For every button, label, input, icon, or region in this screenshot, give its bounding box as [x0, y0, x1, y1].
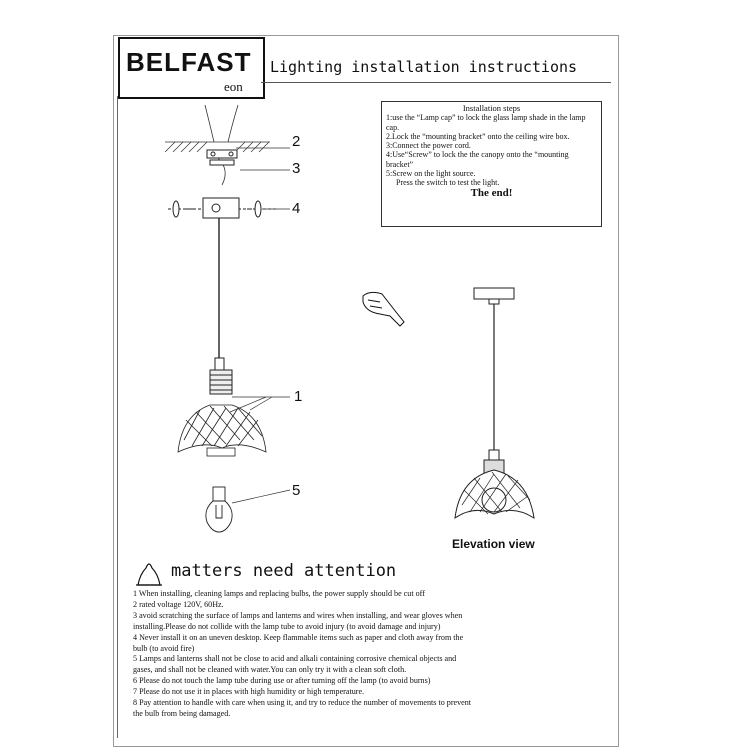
step-5: 5:Screw on the light source.: [386, 169, 476, 179]
note-line: 5 Lamps and lanterns shall not be close …: [133, 654, 457, 664]
steps-title: Installation steps: [462, 103, 521, 113]
leader-lines: [229, 147, 291, 504]
lamp-cap: [209, 357, 233, 395]
note-line: installing.Please do not collide with th…: [133, 621, 441, 631]
note-line: gases, and shall not be cleaned with wat…: [133, 665, 407, 675]
step-3: 3:Connect the power cord.: [386, 141, 471, 151]
glass-shade: [177, 404, 267, 457]
elevation-view-drawing: [454, 287, 535, 520]
note-line: 7 Please do not use it in places with hi…: [133, 687, 365, 697]
label-1: 1: [294, 388, 303, 405]
bulb: [205, 486, 233, 533]
note-line: 1 When installing, cleaning lamps and re…: [133, 589, 425, 598]
document-title: Lighting installation instructions: [270, 58, 578, 76]
supply-wires: [204, 104, 239, 186]
brand-subname: eon: [222, 79, 245, 95]
label-2: 2: [292, 133, 301, 150]
note-line: 3 avoid scratching the surface of lamps …: [133, 610, 463, 620]
document-frame: [113, 35, 619, 747]
label-4: 4: [292, 200, 301, 217]
ceiling-hatch: [164, 141, 270, 153]
title-rule: [261, 82, 611, 83]
label-5: 5: [292, 482, 301, 499]
note-line: the bulb from being damaged.: [133, 708, 231, 718]
note-line: bulb (to avoid fire): [133, 643, 195, 653]
note-line: 6 Please do not touch the lamp tube duri…: [133, 676, 431, 686]
mounting-bracket: [206, 149, 238, 166]
step-1: 1:use the “Lamp cap” to lock the glass l…: [386, 113, 586, 132]
left-rule: [117, 96, 118, 738]
attention-title: matters need attention: [171, 561, 397, 581]
step-2: 2.Lock the “mounting bracket” onto the c…: [386, 131, 570, 141]
installation-steps-box: Installation steps 1:use the “Lamp cap” …: [381, 101, 602, 227]
bell-icon: [136, 563, 162, 586]
pointing-hand-icon: [362, 291, 405, 327]
step-4: 4:Use“Screw” to lock the the canopy onto…: [386, 150, 569, 169]
steps-end: The end!: [470, 186, 513, 199]
label-3: 3: [292, 160, 301, 177]
canopy: [168, 197, 278, 219]
note-line: 4 Never install it on an uneven desktop.…: [133, 632, 464, 642]
brand-logo: [118, 37, 265, 99]
note-line: 8 Pay attention to handle with care when…: [133, 698, 472, 708]
brand-name: BELFAST: [126, 47, 252, 77]
note-line: 2 rated voltage 120V, 60Hz.: [133, 599, 224, 609]
elevation-view-caption: Elevation view: [452, 537, 535, 551]
attention-notes: 1 When installing, cleaning lamps and re…: [133, 589, 603, 720]
step-5-note: Press the switch to test the light.: [396, 178, 500, 188]
